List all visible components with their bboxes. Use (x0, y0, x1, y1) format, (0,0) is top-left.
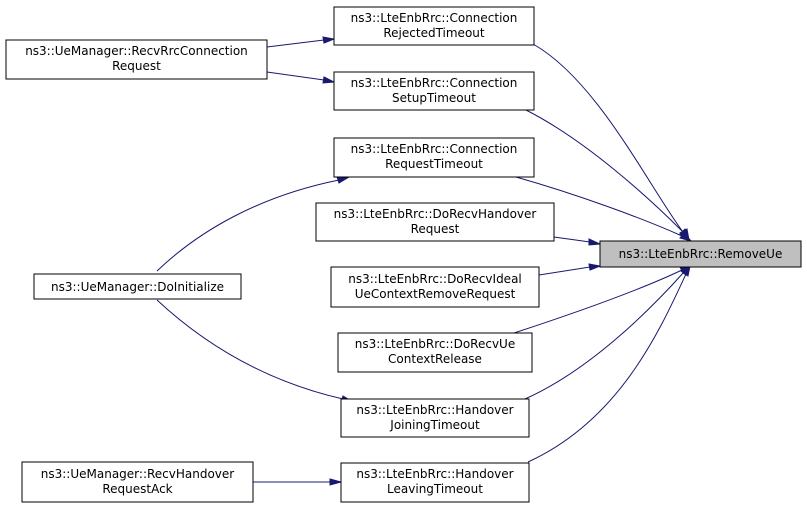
node-label: ns3::UeManager::RecvHandover (41, 467, 235, 481)
node-label: RequestAck (102, 482, 172, 496)
node-label: ns3::LteEnbRrc::DoRecvUe (355, 337, 515, 351)
arrowhead (336, 176, 351, 184)
node-do-recv-handover-request[interactable]: ns3::LteEnbRrc::DoRecvHandover Request (315, 202, 555, 242)
arrowhead (588, 238, 602, 246)
arrowhead (329, 478, 343, 486)
node-label: Request (411, 222, 460, 236)
edge-do-recv-ue-ctx-to-remove-ue (513, 269, 683, 334)
node-do-initialize[interactable]: ns3::UeManager::DoInitialize (33, 273, 242, 300)
node-conn-request-timeout[interactable]: ns3::LteEnbRrc::Connection RequestTimeou… (333, 137, 535, 178)
edge-do-init-to-conn-request (156, 179, 340, 272)
node-label: ns3::LteEnbRrc::Handover (356, 467, 513, 481)
edge-handover-leaving-to-remove-ue (527, 273, 687, 463)
node-label: ns3::LteEnbRrc::Connection (351, 76, 518, 90)
edge-do-recv-ideal-to-remove-ue (538, 266, 591, 276)
node-remove-ue[interactable]: ns3::LteEnbRrc::RemoveUe (599, 240, 802, 268)
node-conn-rejected-timeout[interactable]: ns3::LteEnbRrc::Connection RejectedTimeo… (333, 6, 535, 46)
node-handover-leaving-timeout[interactable]: ns3::LteEnbRrc::Handover LeavingTimeout (340, 462, 530, 503)
arrowhead (588, 263, 602, 271)
node-label: UeContextRemoveRequest (355, 287, 516, 301)
node-do-recv-ue-ctx-release[interactable]: ns3::LteEnbRrc::DoRecvUe ContextRelease (337, 332, 533, 373)
edge-recv-rrc-to-conn-rejected (266, 39, 325, 48)
node-label: RequestTimeout (385, 157, 483, 171)
arrowhead (682, 264, 691, 277)
edge-conn-rejected-to-remove-ue (532, 43, 684, 233)
arrowhead (679, 232, 693, 242)
node-handover-joining-timeout[interactable]: ns3::LteEnbRrc::Handover JoiningTimeout (340, 398, 530, 438)
edge-handover-joining-to-remove-ue (524, 271, 685, 400)
node-label: SetupTimeout (392, 91, 476, 105)
node-recv-handover-request-ack[interactable]: ns3::UeManager::RecvHandover RequestAck (21, 461, 254, 503)
edge-conn-request-to-remove-ue (515, 176, 683, 237)
node-label: ns3::LteEnbRrc::Handover (356, 403, 513, 417)
node-do-recv-ideal-ue-ctx-remove[interactable]: ns3::LteEnbRrc::DoRecvIdeal UeContextRem… (330, 266, 540, 308)
edge-do-init-to-handover-joining (156, 299, 344, 400)
arrowhead (322, 36, 336, 44)
node-label: ns3::LteEnbRrc::DoRecvIdeal (348, 272, 522, 286)
node-label: ns3::LteEnbRrc::RemoveUe (619, 247, 783, 261)
node-conn-setup-timeout[interactable]: ns3::LteEnbRrc::Connection SetupTimeout (333, 71, 535, 111)
edge-do-recv-handover-to-remove-ue (553, 236, 591, 243)
node-label: ns3::LteEnbRrc::Connection (351, 11, 518, 25)
node-label: JoiningTimeout (389, 418, 480, 432)
node-label: ns3::UeManager::DoInitialize (51, 280, 224, 294)
node-label: ns3::LteEnbRrc::Connection (351, 142, 518, 156)
node-recv-rrc-conn-request[interactable]: ns3::UeManager::RecvRrcConnection Reques… (5, 39, 268, 80)
node-label: RejectedTimeout (383, 26, 485, 40)
node-label: ns3::UeManager::RecvRrcConnection (25, 44, 248, 58)
edge-recv-rrc-to-conn-setup (266, 71, 325, 81)
node-label: LeavingTimeout (387, 482, 483, 496)
node-label: ns3::LteEnbRrc::DoRecvHandover (334, 207, 537, 221)
node-label: Request (112, 59, 161, 73)
edge-conn-setup-to-remove-ue (525, 109, 684, 233)
nodes: ns3::LteEnbRrc::RemoveUe ns3::LteEnbRrc:… (5, 6, 802, 503)
arrowhead (322, 76, 336, 84)
node-label: ContextRelease (388, 352, 482, 366)
